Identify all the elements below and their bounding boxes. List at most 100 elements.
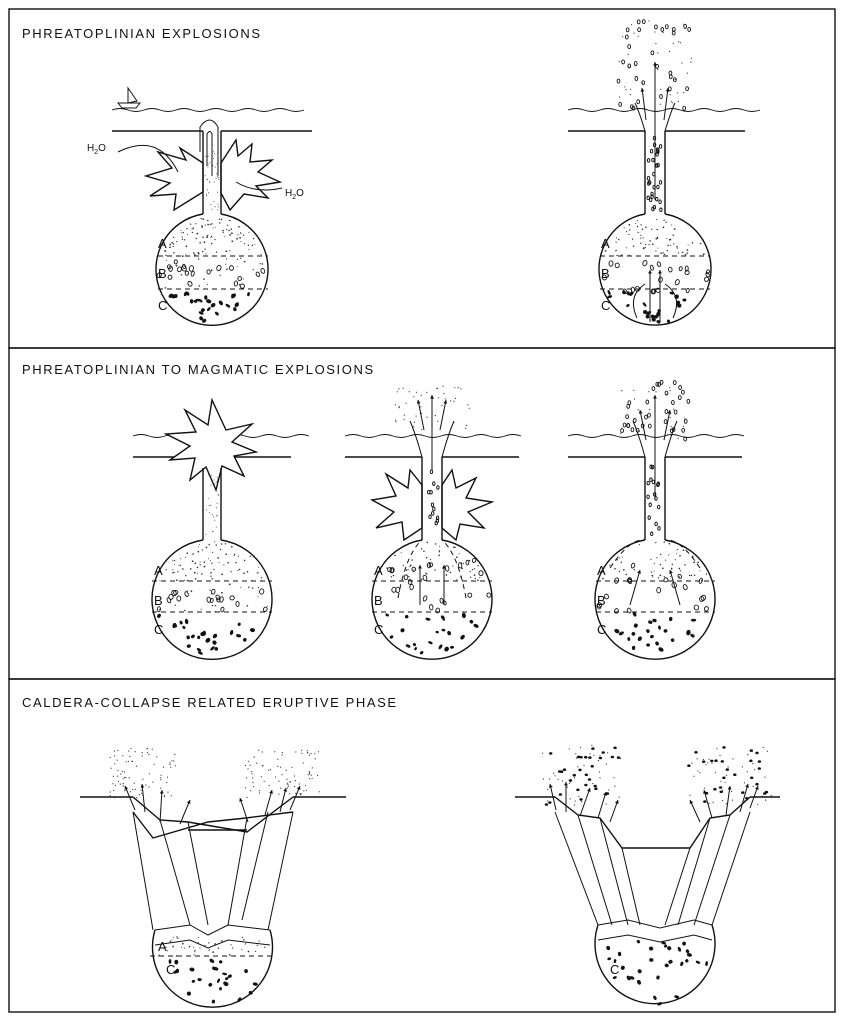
stipple-dot: [173, 246, 174, 247]
stipple-dot: [421, 548, 423, 550]
ejecta-particle: [309, 778, 310, 779]
crystal-clast: [459, 634, 465, 640]
stipple-dot: [194, 572, 196, 574]
ejecta-particle: [547, 789, 548, 790]
ejecta-particle: [319, 791, 320, 792]
stipple-dot: [184, 610, 186, 612]
ejecta-particle: [703, 759, 704, 760]
stipple-dot: [231, 228, 233, 230]
stipple-dot: [652, 575, 654, 577]
ejecta-particle: [655, 43, 656, 44]
ejecta-particle: [599, 777, 600, 778]
stipple-dot: [658, 577, 659, 578]
ejecta-particle: [755, 752, 758, 755]
ejecta-particle: [744, 782, 745, 783]
vesicle: [668, 267, 672, 272]
crystal-clast: [649, 958, 654, 962]
ejecta-particle: [747, 771, 748, 772]
stipple-dot: [261, 254, 262, 255]
stipple-dot: [214, 239, 215, 240]
crystal-clast: [658, 625, 662, 630]
crystal-clast: [191, 979, 195, 983]
ejecta-particle: [413, 426, 414, 427]
ejecta-particle: [751, 749, 752, 750]
stipple-dot: [242, 937, 243, 938]
vesicle: [675, 279, 681, 285]
stipple-dot: [172, 560, 173, 561]
stipple-dot: [194, 950, 195, 951]
ejecta-particle: [395, 421, 396, 422]
stipple-dot: [172, 569, 173, 570]
ejecta-particle: [135, 751, 136, 752]
stipple-dot: [632, 238, 633, 239]
stipple-dot: [201, 226, 203, 228]
stipple-dot: [217, 209, 218, 210]
layer-c-label: C: [601, 298, 610, 313]
layer-c-label: C: [158, 298, 167, 313]
stipple-dot: [253, 238, 254, 239]
crystal-clast: [636, 939, 641, 944]
ejecta-particle: [580, 747, 581, 748]
ejecta-particle: [687, 399, 690, 403]
ejecta-particle: [123, 778, 124, 779]
ejecta-particle: [652, 387, 655, 391]
ejecta-particle: [713, 802, 714, 803]
stipple-dot: [229, 954, 231, 956]
stipple-dot: [225, 250, 227, 252]
ejecta-particle: [703, 800, 706, 803]
stipple-dot: [211, 475, 212, 476]
ejecta-particle: [560, 770, 563, 773]
crystal-clast: [650, 634, 655, 638]
ejecta-particle: [317, 775, 318, 776]
stipple-dot: [615, 241, 616, 242]
stipple-dot: [248, 249, 249, 250]
ejecta-particle: [665, 25, 668, 29]
ejecta-particle: [638, 409, 639, 410]
vesicle: [410, 584, 414, 589]
stipple-dot: [214, 182, 215, 183]
vesicle: [433, 507, 435, 511]
stipple-dot: [225, 553, 227, 555]
crystal-clast: [705, 961, 708, 966]
ejecta-particle: [287, 787, 288, 788]
stipple-dot: [198, 546, 199, 547]
stipple-dot: [637, 220, 638, 221]
ejecta-particle: [467, 404, 468, 405]
flow-arrow: [630, 570, 640, 605]
ejecta-particle: [702, 760, 705, 763]
crystal-clast: [186, 991, 191, 996]
panel-1-left-diagram: A B C H2O H2O: [87, 88, 312, 325]
stipple-dot: [261, 577, 262, 578]
ejecta-particle: [309, 771, 310, 772]
stipple-dot: [255, 951, 256, 952]
ejecta-particle: [678, 101, 679, 102]
ejecta-particle: [753, 786, 754, 787]
ejecta-particle: [295, 793, 296, 794]
stipple-dot: [247, 605, 249, 607]
crystal-clast: [156, 613, 161, 619]
stipple-dot: [223, 232, 224, 233]
stipple-dot: [211, 578, 213, 580]
ejecta-particle: [118, 770, 119, 771]
layer-b-label: B: [374, 593, 383, 608]
ejecta-particle: [613, 747, 616, 750]
stipple-dot: [648, 244, 649, 245]
ejecta-particle: [588, 756, 591, 759]
stipple-dot: [197, 573, 198, 574]
vesicle: [642, 260, 648, 267]
ejecta-particle: [445, 398, 446, 399]
stipple-dot: [209, 949, 210, 950]
stipple-dot: [650, 559, 651, 560]
ejecta-particle: [654, 31, 655, 32]
crystal-clast: [236, 634, 242, 638]
crystal-clast: [656, 975, 660, 980]
stipple-dot: [196, 233, 198, 235]
stipple-dot: [475, 578, 476, 579]
stipple-dot: [264, 947, 265, 948]
stipple-dot: [664, 576, 665, 577]
ejecta-particle: [406, 403, 407, 404]
layer-a-label: A: [601, 236, 610, 251]
crystal-clast: [684, 959, 689, 964]
stipple-dot: [192, 560, 194, 562]
ejecta-particle: [590, 753, 591, 754]
